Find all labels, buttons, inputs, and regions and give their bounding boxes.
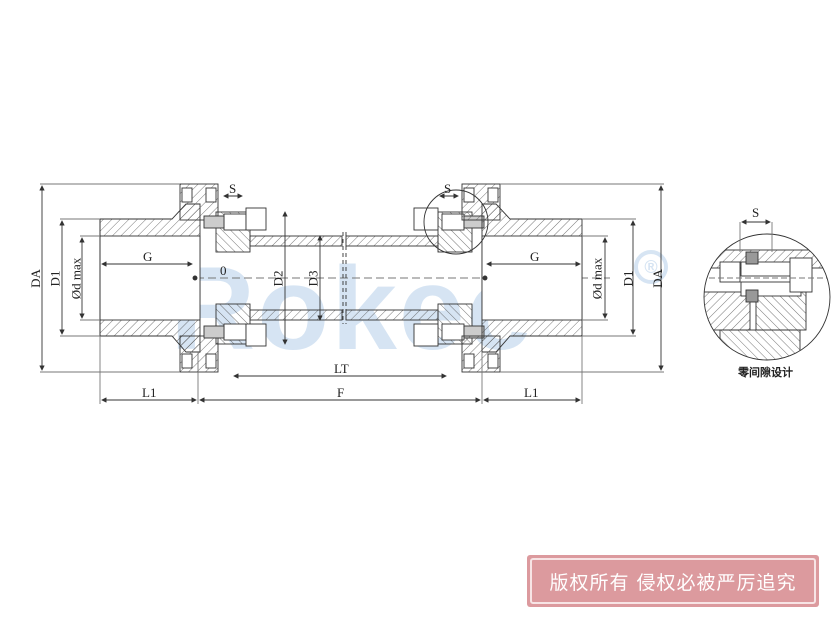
dimension-label-da-left: DA [27, 269, 43, 288]
copyright-stamp: 版权所有 侵权必被严厉追究 [527, 555, 819, 607]
copyright-stamp-text: 版权所有 侵权必被严厉追究 [530, 558, 816, 604]
dimension-label-d2: D2 [270, 270, 286, 287]
dimension-label-l1-right: L1 [524, 385, 539, 400]
dimension-label-lt: LT [334, 361, 349, 376]
dimension-label-dmax-right: Ød max [589, 257, 605, 300]
dimension-label-o: 0 [220, 263, 227, 278]
dimension-label-s-right: S [444, 181, 452, 196]
dimension-label-d1-left: D1 [47, 270, 63, 287]
dimension-label-da-right: DA [649, 269, 665, 288]
dimension-label-l1-left: L1 [142, 385, 157, 400]
detail-view-caption: 零间隙设计 [738, 366, 793, 379]
dimension-label-s-left: S [229, 181, 237, 196]
dimension-label-d1-right: D1 [620, 270, 636, 287]
dimension-label-s-detail: S [752, 205, 760, 220]
registered-mark-icon: ® [634, 250, 668, 284]
dimension-label-g-right: G [530, 249, 540, 264]
dimension-label-dmax-left: Ød max [68, 257, 84, 300]
dimension-label-f: F [337, 385, 345, 400]
dimension-label-g-left: G [143, 249, 153, 264]
dimension-label-d3: D3 [305, 270, 321, 287]
